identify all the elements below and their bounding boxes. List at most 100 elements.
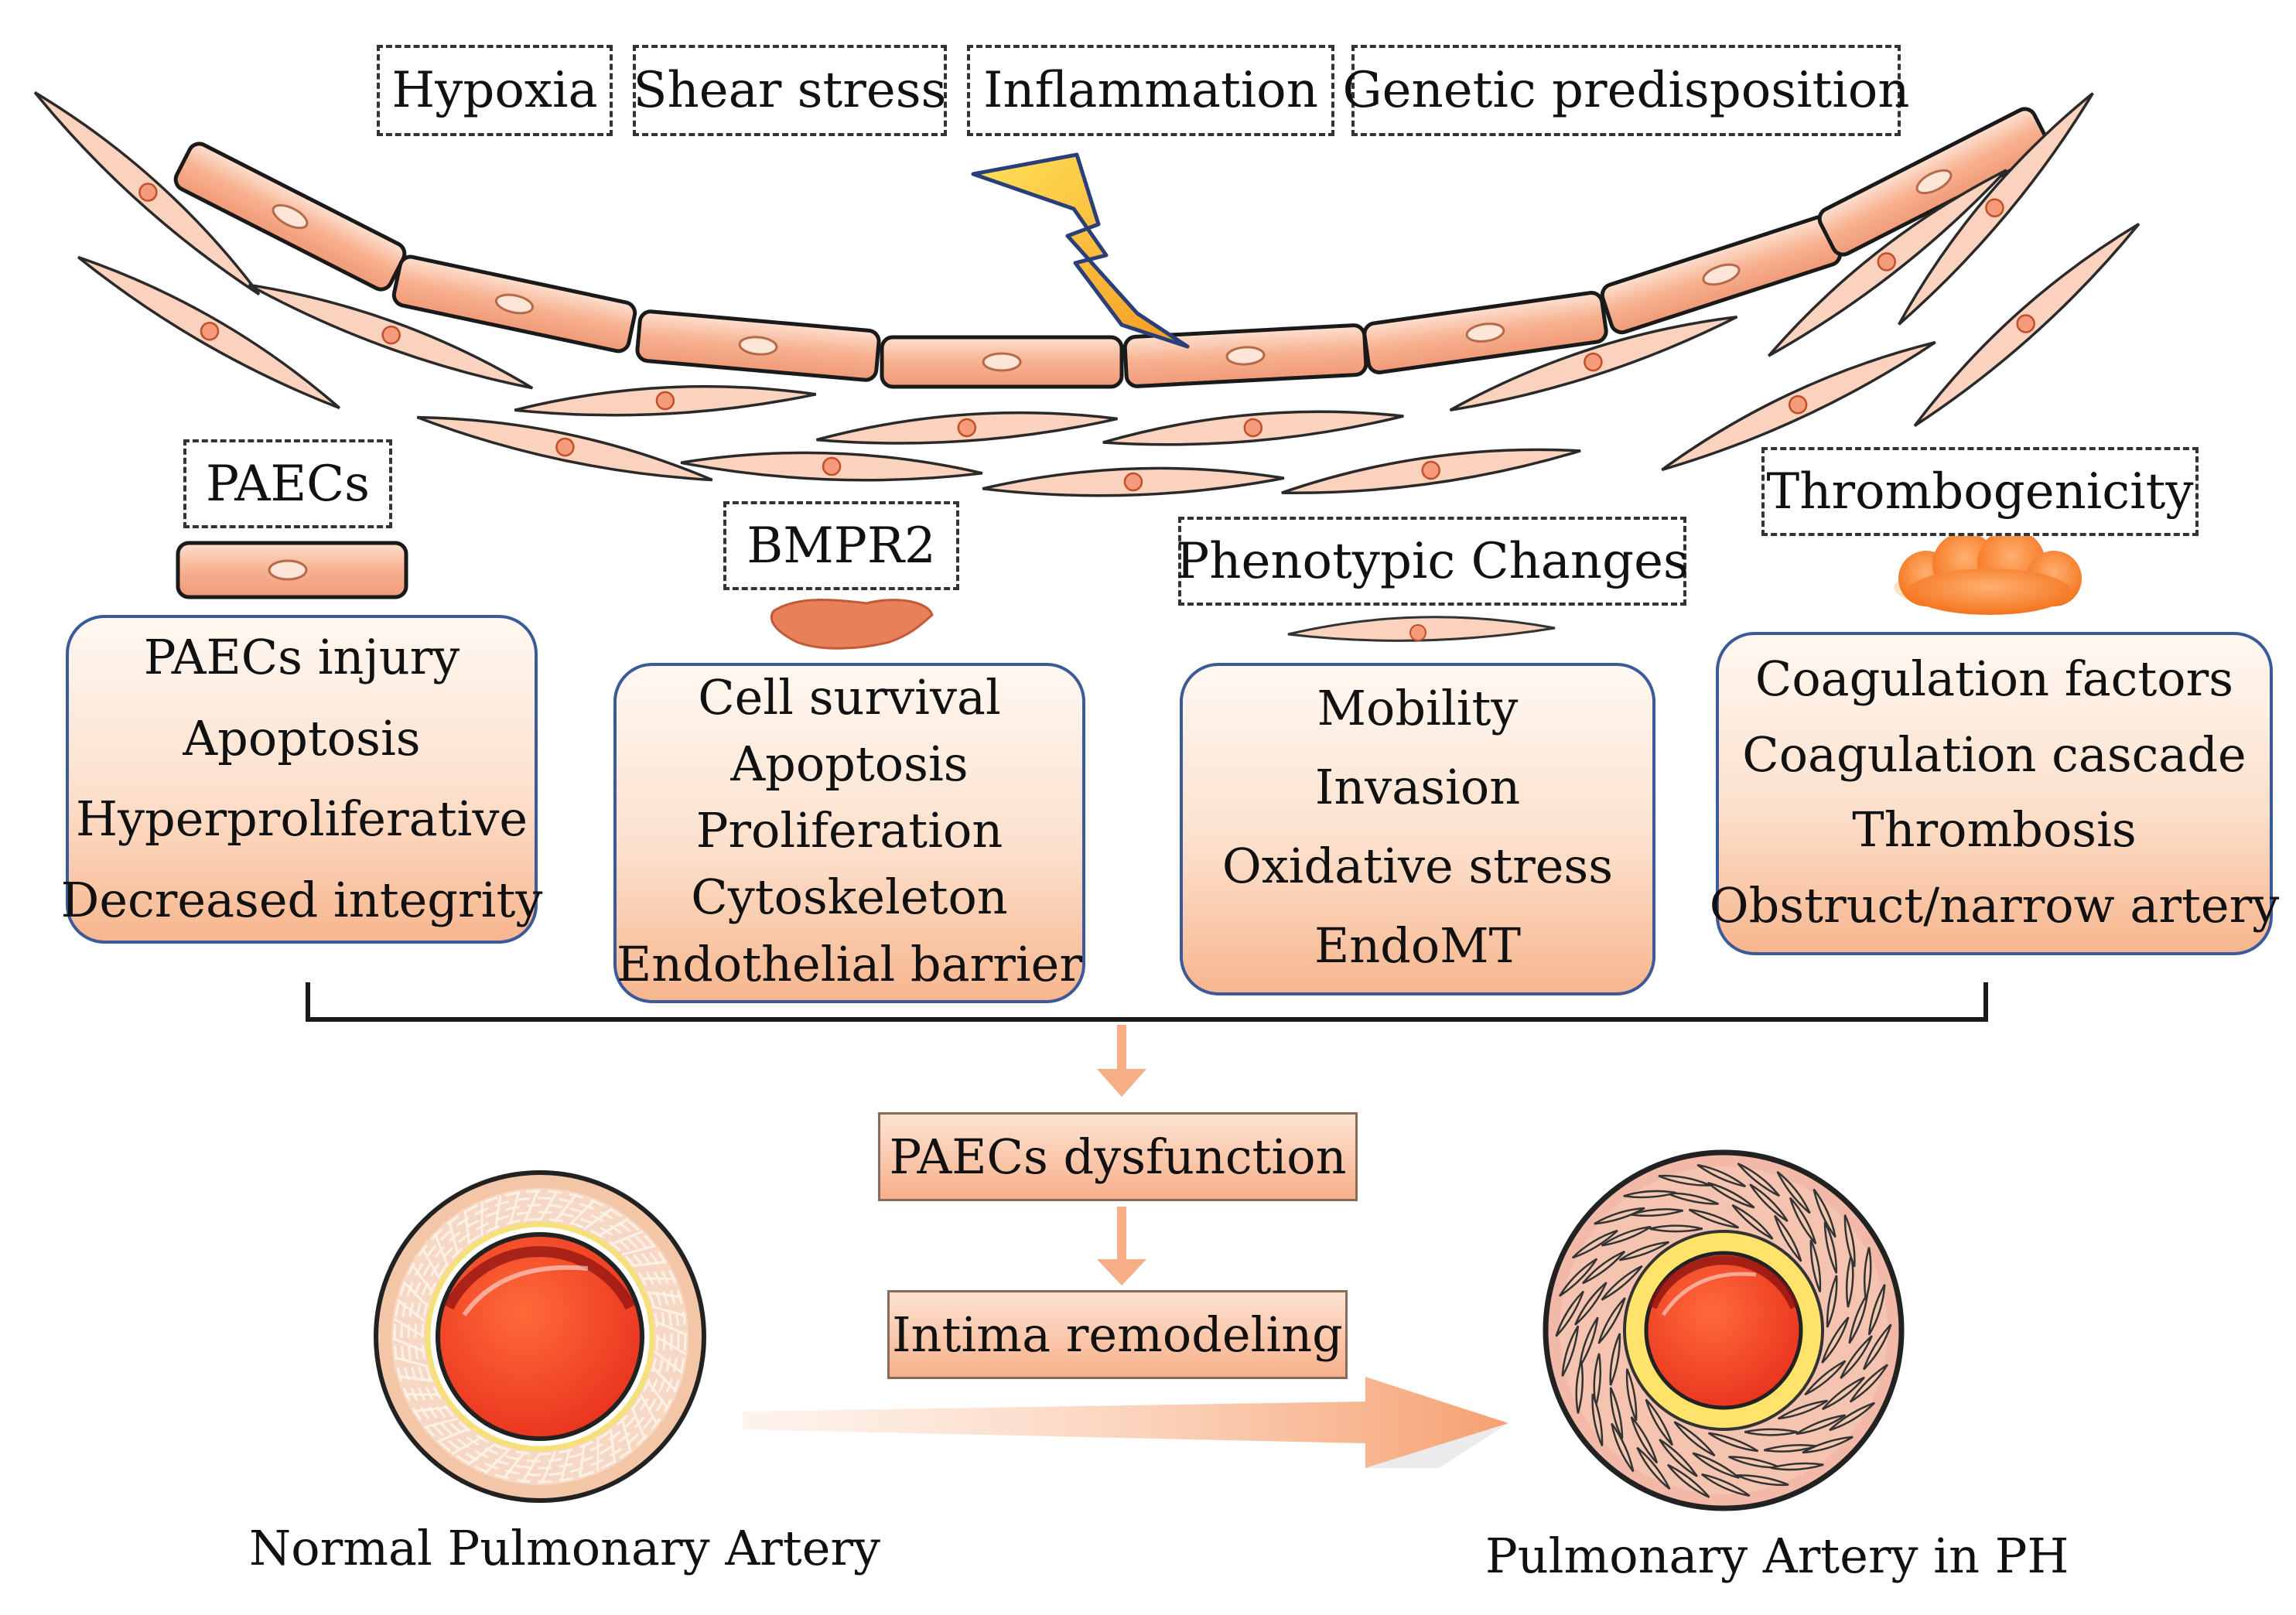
category-phenotypic-changes: Phenotypic Changes	[1176, 517, 1689, 606]
remodeled-smooth-muscle-cell	[1737, 1163, 1781, 1197]
remodeled-smooth-muscle-cell	[1736, 1474, 1789, 1487]
remodeled-smooth-muscle-cell	[1593, 1353, 1602, 1407]
category-thrombogenicity: Thrombogenicity	[1761, 447, 2199, 536]
remodeled-smooth-muscle-cell	[1645, 1398, 1673, 1446]
smooth-muscle-cell	[1898, 92, 2094, 326]
smooth-muscle-cell	[1449, 316, 1738, 411]
remodeled-smooth-muscle-cell	[1771, 1462, 1824, 1471]
smooth-muscle-cell	[514, 384, 817, 417]
remodeled-smooth-muscle-cell	[1823, 1221, 1838, 1274]
remodeled-smooth-muscle-cell	[1731, 1204, 1774, 1240]
remodeled-smooth-muscle-cell	[1582, 1250, 1626, 1285]
smooth-muscle-cell	[33, 91, 261, 295]
remodeled-smooth-muscle-cell	[1625, 1368, 1638, 1422]
trigger-shear-stress: Shear stress	[633, 45, 947, 136]
bmpr2-protein-icon	[770, 599, 934, 650]
remodeled-smooth-muscle-cell	[1843, 1214, 1856, 1268]
remodeled-smooth-muscle-cell	[1829, 1402, 1876, 1432]
remodeled-smooth-muscle-cell	[1867, 1284, 1886, 1336]
smooth-muscle-cell	[1913, 223, 2141, 427]
smooth-muscle-cell	[416, 415, 713, 482]
remodeled-smooth-muscle-cell	[1636, 1446, 1671, 1490]
remodeled-smooth-muscle-cell	[1609, 1387, 1624, 1439]
normal-artery-icon	[374, 1170, 706, 1503]
caption-ph-artery: Pulmonary Artery in PH	[1485, 1528, 2069, 1584]
effect-item: EndoMT	[1314, 917, 1522, 974]
remodeled-smooth-muscle-cell	[1802, 1436, 1854, 1454]
caption-normal-artery: Normal Pulmonary Artery	[249, 1520, 881, 1576]
smooth-muscle-cell	[1102, 410, 1404, 446]
remodeled-smooth-muscle-cell	[1809, 1239, 1822, 1292]
smooth-muscle-cell-icon	[1287, 616, 1556, 642]
remodeled-smooth-muscle-cell	[1774, 1214, 1802, 1262]
effect-item: Cell survival	[698, 669, 1001, 726]
remodeled-smooth-muscle-cell	[1658, 1174, 1711, 1186]
step-intima-remodeling: Intima remodeling	[887, 1290, 1348, 1379]
smooth-muscle-cell-layer	[33, 91, 2141, 497]
category-bmpr2: BMPR2	[723, 501, 959, 590]
effect-item: Coagulation factors	[1754, 650, 2234, 707]
remodeled-smooth-muscle-cell	[1804, 1360, 1847, 1396]
remodeled-smooth-muscle-cell	[1813, 1188, 1836, 1238]
remodeled-smooth-muscle-cell	[1776, 1170, 1811, 1214]
remodeled-smooth-muscle-cell	[1630, 1208, 1683, 1217]
category-paecs: PAECs	[183, 439, 392, 528]
remodeled-smooth-muscle-cell	[1649, 1224, 1703, 1233]
remodeled-smooth-muscle-cell	[1611, 1422, 1635, 1473]
remodeled-smooth-muscle-cell	[1749, 1183, 1789, 1222]
effect-item: Proliferation	[695, 802, 1003, 859]
lightning-icon	[971, 152, 1190, 349]
remodeled-smooth-muscle-cell	[1575, 1361, 1584, 1414]
effect-item: Cytoskeleton	[691, 869, 1008, 926]
remodeled-smooth-muscle-cell	[1578, 1316, 1599, 1367]
down-arrow-icon	[1097, 1025, 1146, 1097]
effect-item: Decreased integrity	[60, 871, 543, 928]
remodeled-smooth-muscle-cell	[1744, 1428, 1798, 1436]
remodeled-smooth-muscle-cell	[1707, 1432, 1759, 1453]
smooth-muscle-cell	[1768, 169, 2007, 357]
remodeled-smooth-muscle-cell	[1659, 1439, 1698, 1477]
down-arrow-icon	[1097, 1207, 1146, 1286]
remodeled-smooth-muscle-cell	[1594, 1207, 1645, 1225]
ph-artery-icon	[1543, 1149, 1905, 1511]
effect-item: PAECs injury	[143, 629, 460, 685]
smooth-muscle-cell	[816, 411, 1118, 445]
endothelial-cell	[635, 309, 881, 382]
endothelial-cell	[173, 142, 407, 292]
remodeled-smooth-muscle-cell	[1688, 1208, 1740, 1229]
endothelial-cell	[880, 335, 1124, 389]
remodeled-smooth-muscle-cell	[1618, 1241, 1670, 1262]
bmpr2-effects-panel: Cell survival Apoptosis Proliferation Cy…	[613, 663, 1085, 1003]
remodeled-smooth-muscle-cell	[1840, 1335, 1873, 1379]
remodeled-smooth-muscle-cell	[1558, 1258, 1598, 1297]
effect-item: Apoptosis	[730, 736, 969, 793]
paecs-effects-panel: PAECs injury Apoptosis Hyperproliferativ…	[61, 615, 542, 944]
thrombogenicity-effects-panel: Coagulation factors Coagulation cascade …	[1710, 632, 2279, 955]
remodeled-smooth-muscle-cell	[1795, 1414, 1847, 1436]
step-paecs-dysfunction: PAECs dysfunction	[878, 1112, 1358, 1201]
endothelial-cell	[391, 254, 637, 353]
remodeled-smooth-muscle-cell	[1666, 1192, 1719, 1205]
remodeled-smooth-muscle-cell	[1591, 1393, 1604, 1446]
smooth-muscle-cell	[680, 451, 983, 482]
remodeled-smooth-muscle-cell	[1623, 1190, 1676, 1199]
remodeled-smooth-muscle-cell	[1789, 1197, 1817, 1245]
remodeled-smooth-muscle-cell	[1863, 1247, 1872, 1300]
smooth-muscle-cell	[1661, 340, 1936, 472]
remodeled-smooth-muscle-cell	[1555, 1290, 1584, 1337]
effect-item: Hyperproliferative	[75, 790, 528, 848]
remodeled-smooth-muscle-cell	[1707, 1182, 1755, 1209]
smooth-muscle-cell	[77, 255, 341, 410]
effect-item: Oxidative stress	[1221, 838, 1614, 895]
remodeled-smooth-muscle-cell	[1601, 1225, 1652, 1247]
remodeled-smooth-muscle-cell	[1863, 1323, 1892, 1371]
remodeled-smooth-muscle-cell	[1597, 1297, 1626, 1344]
trigger-genetic-predisposition: Genetic predisposition	[1343, 45, 1909, 136]
remodeled-smooth-muscle-cell	[1821, 1316, 1850, 1364]
progression-arrow-icon	[743, 1377, 1508, 1468]
remodeled-smooth-muscle-cell	[1848, 1293, 1869, 1344]
trigger-inflammation: Inflammation	[967, 45, 1334, 136]
remodeled-smooth-muscle-cell	[1777, 1399, 1829, 1420]
smooth-muscle-cell	[982, 466, 1285, 497]
